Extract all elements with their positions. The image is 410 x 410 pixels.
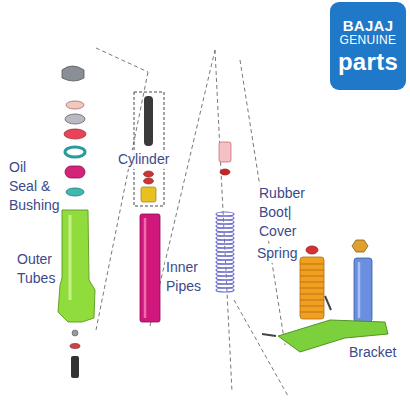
part-label: Oil Seal & Bushing <box>8 158 57 215</box>
part-label: Rubber Boot| Cover <box>258 184 306 241</box>
logo-subtitle: GENUINE <box>340 34 397 48</box>
part-label: Cylinder <box>117 150 170 169</box>
outer-tube-group <box>58 66 95 378</box>
part-label: Outer Tubes <box>16 250 56 288</box>
part-label: Inner Pipes <box>165 258 202 296</box>
part-label: Spring <box>256 244 298 263</box>
spring-group <box>216 142 234 292</box>
part-label: Bracket <box>348 343 397 362</box>
logo-brand: BAJAJ <box>343 17 394 34</box>
logo-word: parts <box>338 48 398 76</box>
cylinder-group <box>134 92 164 322</box>
logo-badge: BAJAJGENUINEparts <box>330 2 406 90</box>
